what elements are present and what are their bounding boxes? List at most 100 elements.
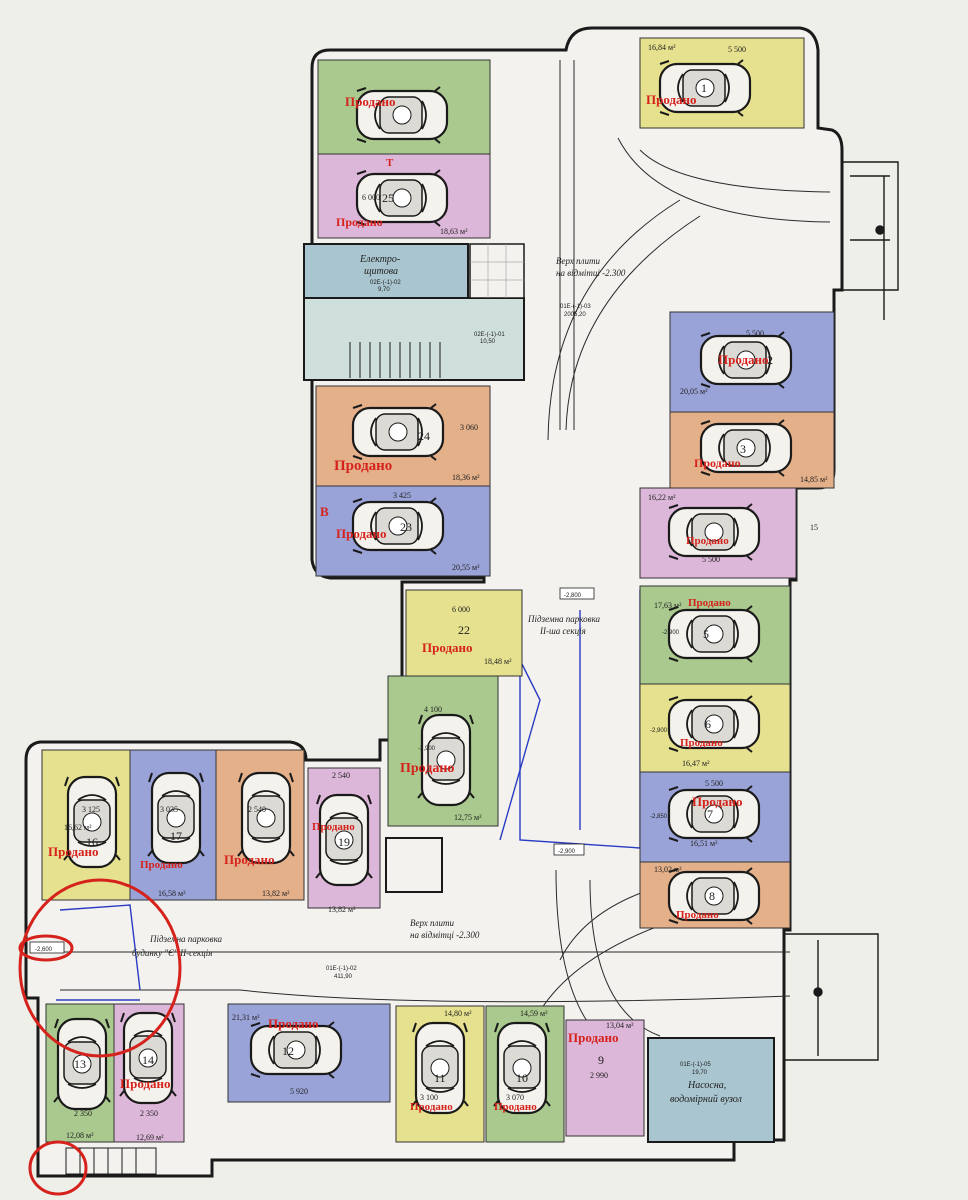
svg-text:5 500: 5 500 [705, 779, 723, 788]
svg-text:2005,20: 2005,20 [564, 312, 586, 318]
svg-text:20,55 м²: 20,55 м² [452, 563, 480, 572]
svg-text:-2,600: -2,600 [35, 947, 53, 953]
svg-text:Продано: Продано [494, 1101, 537, 1113]
spot-19: 19 Продано 13,82 м² 2 540 [307, 767, 381, 914]
parking-bottom-label: Підземна парковка будинку "Є" II-секція … [132, 934, 357, 980]
svg-text:7: 7 [707, 807, 713, 821]
svg-text:-2,850: -2,850 [650, 814, 668, 820]
svg-text:Верх плити: Верх плити [556, 256, 600, 266]
svg-text:Продано: Продано [268, 1016, 319, 1031]
svg-text:10,50: 10,50 [480, 339, 496, 345]
svg-text:13: 13 [74, 1057, 86, 1071]
exit-stair-bottom-right [784, 933, 879, 1061]
svg-text:Продано: Продано [400, 761, 454, 776]
slab-note-bottom: Верх плити на відмітці -2.300 [410, 918, 480, 940]
svg-text:25: 25 [382, 191, 394, 205]
spot-22: 23 Продано В 3 425 20,55 м² [315, 485, 491, 577]
shaft-block [385, 837, 443, 893]
spot-7: 7 Продано 16,51 м² 5 500 -2,850 [639, 771, 791, 863]
svg-text:2 540: 2 540 [332, 771, 350, 780]
svg-text:01Е-(-1)-03: 01Е-(-1)-03 [560, 304, 591, 310]
svg-text:18,48 м²: 18,48 м² [484, 657, 512, 666]
svg-text:13,82 м²: 13,82 м² [328, 905, 356, 914]
svg-text:9,70: 9,70 [378, 287, 390, 293]
svg-text:-2,900: -2,900 [418, 746, 436, 752]
parking-center-label: Підземна парковка II-ша секція [527, 614, 601, 636]
svg-text:6 000: 6 000 [452, 605, 470, 614]
svg-text:2 540: 2 540 [248, 805, 266, 814]
svg-text:II-ша секція: II-ша секція [539, 626, 586, 636]
svg-text:2 350: 2 350 [74, 1109, 92, 1118]
spot-12: 12 Продано 21,31 м² 5 920 [227, 1003, 391, 1103]
svg-text:Продано: Продано [422, 640, 473, 655]
svg-text:24: 24 [418, 429, 430, 443]
svg-text:3 035: 3 035 [160, 805, 178, 814]
svg-text:Продано: Продано [680, 737, 723, 749]
svg-text:будинку "Є" II-секція: будинку "Є" II-секція [132, 948, 212, 958]
spot-1: 1 Продано 16,84 м² 5 500 [639, 37, 805, 129]
svg-text:-2,900: -2,900 [662, 630, 680, 636]
svg-text:на відмітці -2.300: на відмітці -2.300 [410, 930, 480, 940]
svg-text:2 990: 2 990 [590, 1071, 608, 1080]
svg-text:22: 22 [458, 623, 470, 637]
svg-text:6: 6 [705, 717, 711, 731]
code-mid: 01Е-(-1)-03 2005,20 [560, 304, 591, 318]
svg-text:-2,900: -2,900 [558, 849, 576, 855]
svg-text:щитова: щитова [364, 266, 398, 277]
svg-text:12,08 м²: 12,08 м² [66, 1131, 94, 1140]
svg-text:12,75 м²: 12,75 м² [454, 813, 482, 822]
svg-text:5 500: 5 500 [746, 329, 764, 338]
svg-text:водомірний вузол: водомірний вузол [670, 1094, 743, 1105]
svg-text:14,85 м²: 14,85 м² [800, 475, 828, 484]
svg-text:17,63 м²: 17,63 м² [654, 601, 682, 610]
spot-4: Продано 16,22 м² 5 500 15 [639, 487, 818, 579]
svg-text:16: 16 [86, 835, 98, 849]
svg-text:15: 15 [810, 523, 818, 532]
svg-text:Продано: Продано [224, 852, 275, 867]
spot-14: 14 Продано 12,69 м² 2 350 [113, 1003, 185, 1143]
spot-17: 17 Продано 16,58 м² 3 035 [129, 749, 217, 901]
svg-text:Т: Т [386, 157, 394, 169]
spot-2: 2 Продано 20,05 м² 5 500 [669, 311, 835, 413]
spot-24: 25 Продано Т 18,63 м² 6 000 [317, 153, 491, 239]
red-circle-markers [18, 878, 182, 1196]
svg-text:-2,800: -2,800 [564, 593, 582, 599]
spot-20: Продано 12,75 м² 4 100 -2,900 [387, 675, 499, 827]
svg-text:20,05 м²: 20,05 м² [680, 387, 708, 396]
svg-text:5: 5 [703, 627, 709, 641]
svg-text:18,63 м²: 18,63 м² [440, 227, 468, 236]
svg-text:16,62 м²: 16,62 м² [64, 823, 92, 832]
spot-21: 22 Продано 18,48 м² 6 000 [405, 589, 523, 677]
svg-text:11: 11 [434, 1071, 446, 1085]
svg-text:Продано: Продано [568, 1030, 619, 1045]
svg-text:Продано: Продано [312, 821, 355, 833]
svg-text:21,31 м²: 21,31 м² [232, 1013, 260, 1022]
slab-note-top: Верх плити на відмітці -2.300 [556, 256, 626, 278]
svg-text:В: В [320, 504, 329, 519]
svg-text:411,90: 411,90 [334, 974, 353, 980]
svg-text:19,70: 19,70 [692, 1070, 708, 1076]
svg-text:Насосна,: Насосна, [687, 1080, 726, 1091]
spot-16: 16 Продано 16,62 м² 3 125 [41, 749, 131, 901]
svg-text:3 060: 3 060 [460, 423, 478, 432]
svg-text:02Е-(-1)-02: 02Е-(-1)-02 [370, 280, 401, 286]
svg-text:Продано: Продано [410, 1101, 453, 1113]
svg-text:Підземна парковка: Підземна парковка [149, 934, 223, 944]
svg-text:6 000: 6 000 [362, 193, 380, 202]
svg-text:2: 2 [767, 353, 773, 367]
svg-text:9: 9 [598, 1053, 604, 1067]
svg-text:Продано: Продано [646, 92, 697, 107]
svg-text:Підземна парковка: Підземна парковка [527, 614, 601, 624]
svg-text:12,69 м²: 12,69 м² [136, 1133, 164, 1142]
svg-text:Продано: Продано [120, 1076, 171, 1091]
spot-18: Продано 13,82 м² 2 540 [215, 749, 305, 901]
svg-text:Продано: Продано [686, 535, 729, 547]
svg-text:3 125: 3 125 [82, 805, 100, 814]
svg-text:8: 8 [709, 889, 715, 903]
svg-text:5 500: 5 500 [702, 555, 720, 564]
svg-text:13,04 м²: 13,04 м² [606, 1021, 634, 1030]
svg-text:5 500: 5 500 [728, 45, 746, 54]
svg-text:5 920: 5 920 [290, 1087, 308, 1096]
svg-text:Продано: Продано [336, 215, 383, 229]
